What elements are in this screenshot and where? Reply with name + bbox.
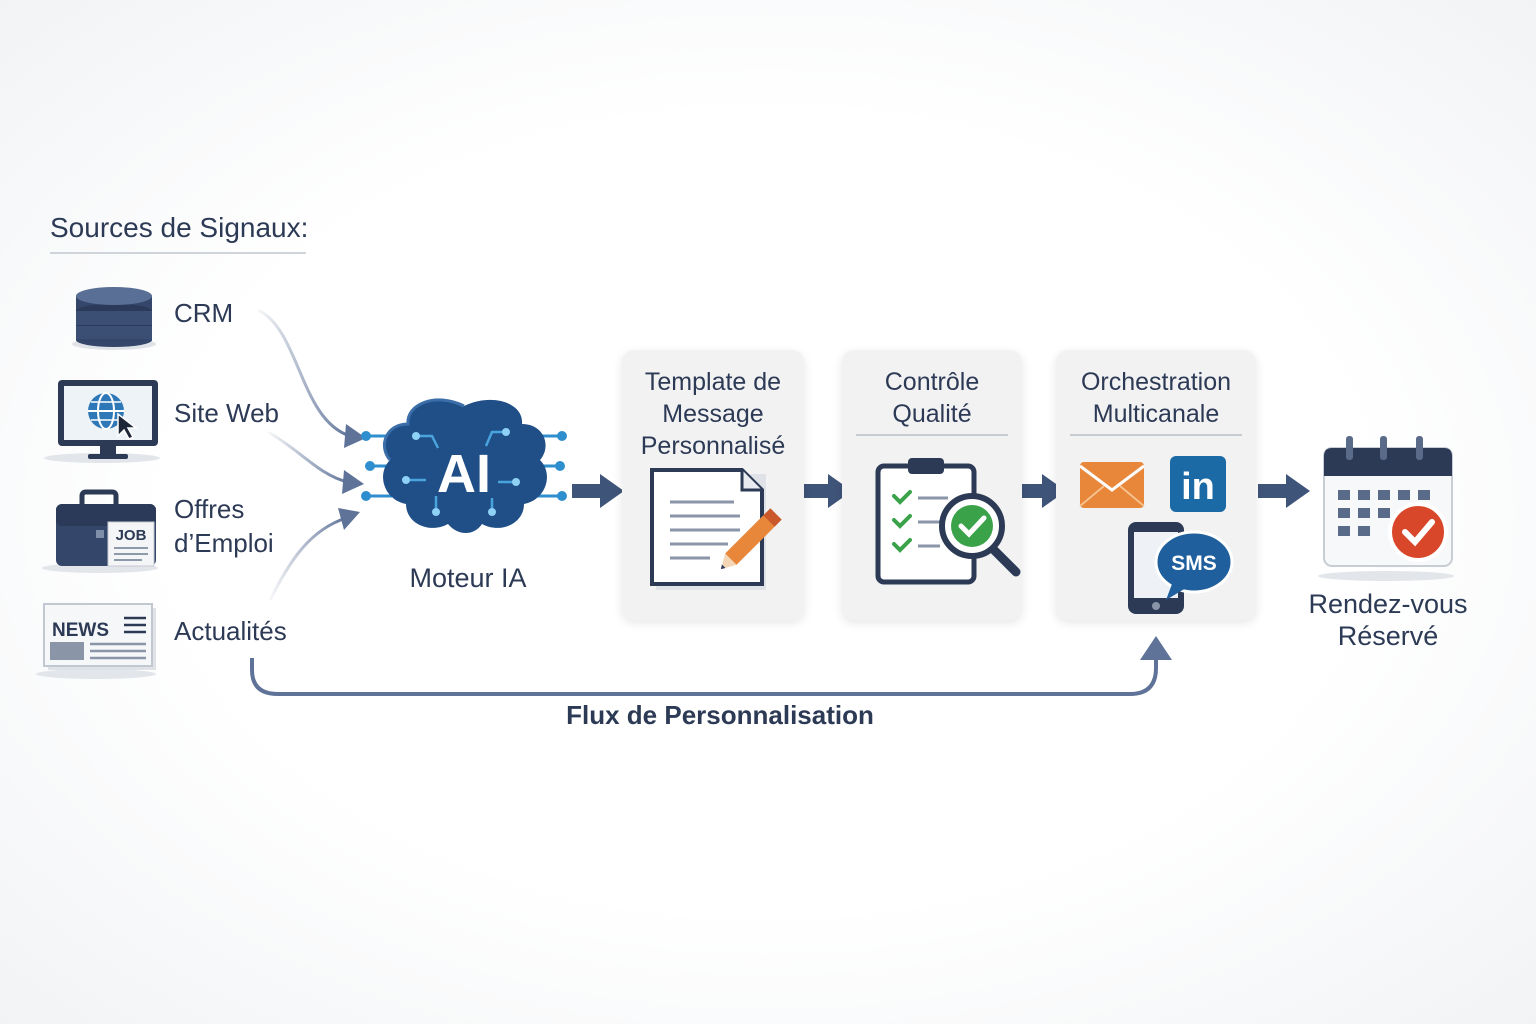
calendar-check-icon xyxy=(1318,436,1454,581)
source-label-actualites: Actualités xyxy=(174,616,287,646)
news-badge: NEWS xyxy=(52,620,109,641)
multichannel-icons: in SMS xyxy=(1079,456,1234,614)
job-badge: JOB xyxy=(116,527,147,544)
svg-text:in: in xyxy=(1181,466,1215,508)
step-rule-quality xyxy=(856,434,1008,436)
document-pencil-icon xyxy=(650,468,782,590)
linkedin-icon: in xyxy=(1170,456,1226,512)
source-label-offres-emploi: Offres d’Emploi xyxy=(174,494,274,558)
ai-badge: AI xyxy=(437,444,491,504)
outcome-label: Rendez-vous Réservé xyxy=(1308,589,1468,651)
arrow-qc-to-orchestration xyxy=(1014,474,1066,508)
database-icon xyxy=(72,287,156,350)
step-title-quality: Contrôle Qualité xyxy=(884,368,980,428)
sources-underline xyxy=(50,252,306,254)
step-title-orchestration: Orchestration Multicanale xyxy=(1080,368,1232,428)
source-label-site-web: Site Web xyxy=(174,398,280,428)
job-briefcase-icon: JOB xyxy=(42,489,158,573)
clipboard-check-icon xyxy=(875,458,1021,585)
arrow-site-web xyxy=(267,430,349,484)
step-title-template: Template de Message Personnalisé xyxy=(640,368,786,460)
arrow-offres xyxy=(268,516,347,601)
arrow-orchestration-to-meeting xyxy=(1258,474,1310,508)
ai-brain-icon: AI xyxy=(361,398,567,533)
engine-label: Moteur IA xyxy=(409,563,527,593)
sms-bubble-icon: SMS xyxy=(1154,530,1234,600)
newspaper-icon: NEWS xyxy=(36,603,156,679)
step-rule-orchestration xyxy=(1070,434,1242,436)
arrow-template-to-qc xyxy=(800,474,852,508)
website-icon xyxy=(44,380,160,463)
arrow-ai-to-template xyxy=(572,474,624,508)
flow-label: Flux de Personnalisation xyxy=(566,700,874,730)
email-icon xyxy=(1079,462,1145,508)
source-label-crm: CRM xyxy=(174,298,234,328)
sources-title: Sources de Signaux: xyxy=(50,212,309,243)
arrow-crm xyxy=(257,308,351,438)
svg-text:SMS: SMS xyxy=(1171,552,1217,575)
